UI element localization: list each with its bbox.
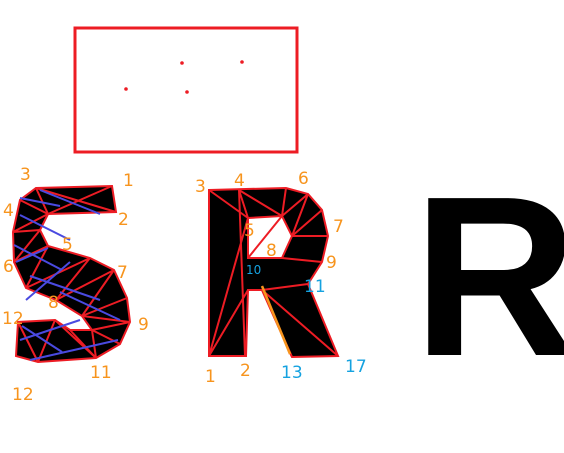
label: 3 xyxy=(20,165,31,185)
label: 10 xyxy=(246,263,261,277)
label: 11 xyxy=(304,277,326,297)
label: 6 xyxy=(3,257,14,277)
label: 6 xyxy=(298,169,309,189)
label: 9 xyxy=(326,253,337,273)
label: 17 xyxy=(345,357,367,377)
label: 1 xyxy=(123,171,134,191)
label: 12 xyxy=(12,385,34,405)
label: 5 xyxy=(244,221,255,241)
label: 11 xyxy=(90,363,112,383)
s-point-labels: 1 2 3 4 5 6 7 8 9 11 12 12 xyxy=(2,165,149,405)
big-letter-r: R xyxy=(413,150,564,404)
label: 8 xyxy=(48,293,59,313)
triangulated-letter-s xyxy=(11,184,132,364)
label: 5 xyxy=(62,235,73,255)
label: 7 xyxy=(117,263,128,283)
label: 7 xyxy=(333,217,344,237)
dot xyxy=(180,61,184,65)
label: 4 xyxy=(234,171,245,191)
r-cyan-labels: 10 11 13 17 xyxy=(246,263,367,383)
label: 13 xyxy=(281,363,303,383)
r-point-labels: 1 2 3 4 5 6 7 8 9 xyxy=(195,169,344,387)
label: 8 xyxy=(266,241,277,261)
top-rectangle xyxy=(73,26,299,154)
label: 1 xyxy=(205,367,216,387)
label: 2 xyxy=(118,210,129,230)
triangulated-letter-r xyxy=(208,186,340,359)
dot xyxy=(124,87,128,91)
label: 9 xyxy=(138,315,149,335)
dot xyxy=(240,60,244,64)
label: 3 xyxy=(195,177,206,197)
label: 2 xyxy=(240,361,251,381)
label: 4 xyxy=(3,201,14,221)
label: 12 xyxy=(2,309,24,329)
dot xyxy=(185,90,189,94)
